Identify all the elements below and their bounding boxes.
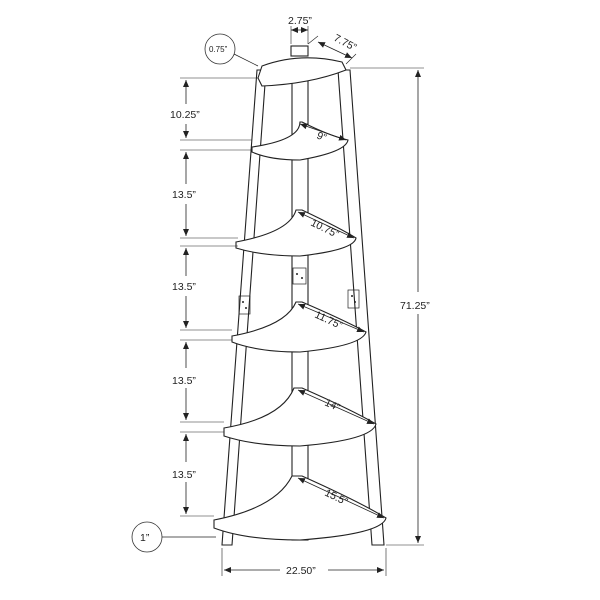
post-cap (290, 45, 309, 57)
shelf-1 (251, 121, 349, 161)
shelf-2 (235, 209, 357, 257)
gap-5-label: 13.5” (172, 469, 196, 481)
gap-dimensions: 10.25” 13.5” 13.5” 13.5” 13.5” (170, 77, 258, 517)
shelf-3 (231, 301, 367, 353)
shelf-4 (223, 387, 377, 447)
base-width-dimension: 22.50” (221, 548, 387, 577)
bracket-center (292, 267, 307, 285)
gap-2-label: 13.5” (172, 189, 196, 201)
left-leg (221, 69, 267, 546)
base-width-label: 22.50” (286, 565, 316, 577)
total-height-label: 71.25” (400, 300, 430, 312)
thickness-callout: 0.75” (204, 33, 259, 67)
total-height-dimension: 71.25” (350, 67, 430, 546)
clearance-callout: 1” (131, 521, 216, 553)
bracket-left (238, 295, 251, 315)
shelf-4-depth-label: 14” (323, 397, 342, 414)
gap-1-label: 10.25” (170, 109, 200, 121)
top-depth-label: 7.75” (332, 32, 359, 54)
clearance-label: 1” (140, 532, 150, 544)
thickness-label: 0.75” (209, 45, 228, 54)
gap-3-label: 13.5” (172, 281, 196, 293)
shelf-5 (213, 475, 387, 541)
top-width-dimension: 2.75” (288, 15, 312, 44)
gap-4-label: 13.5” (172, 375, 196, 387)
shelf-top (257, 57, 347, 87)
shelf-unit (213, 45, 387, 546)
top-width-label: 2.75” (288, 15, 312, 27)
